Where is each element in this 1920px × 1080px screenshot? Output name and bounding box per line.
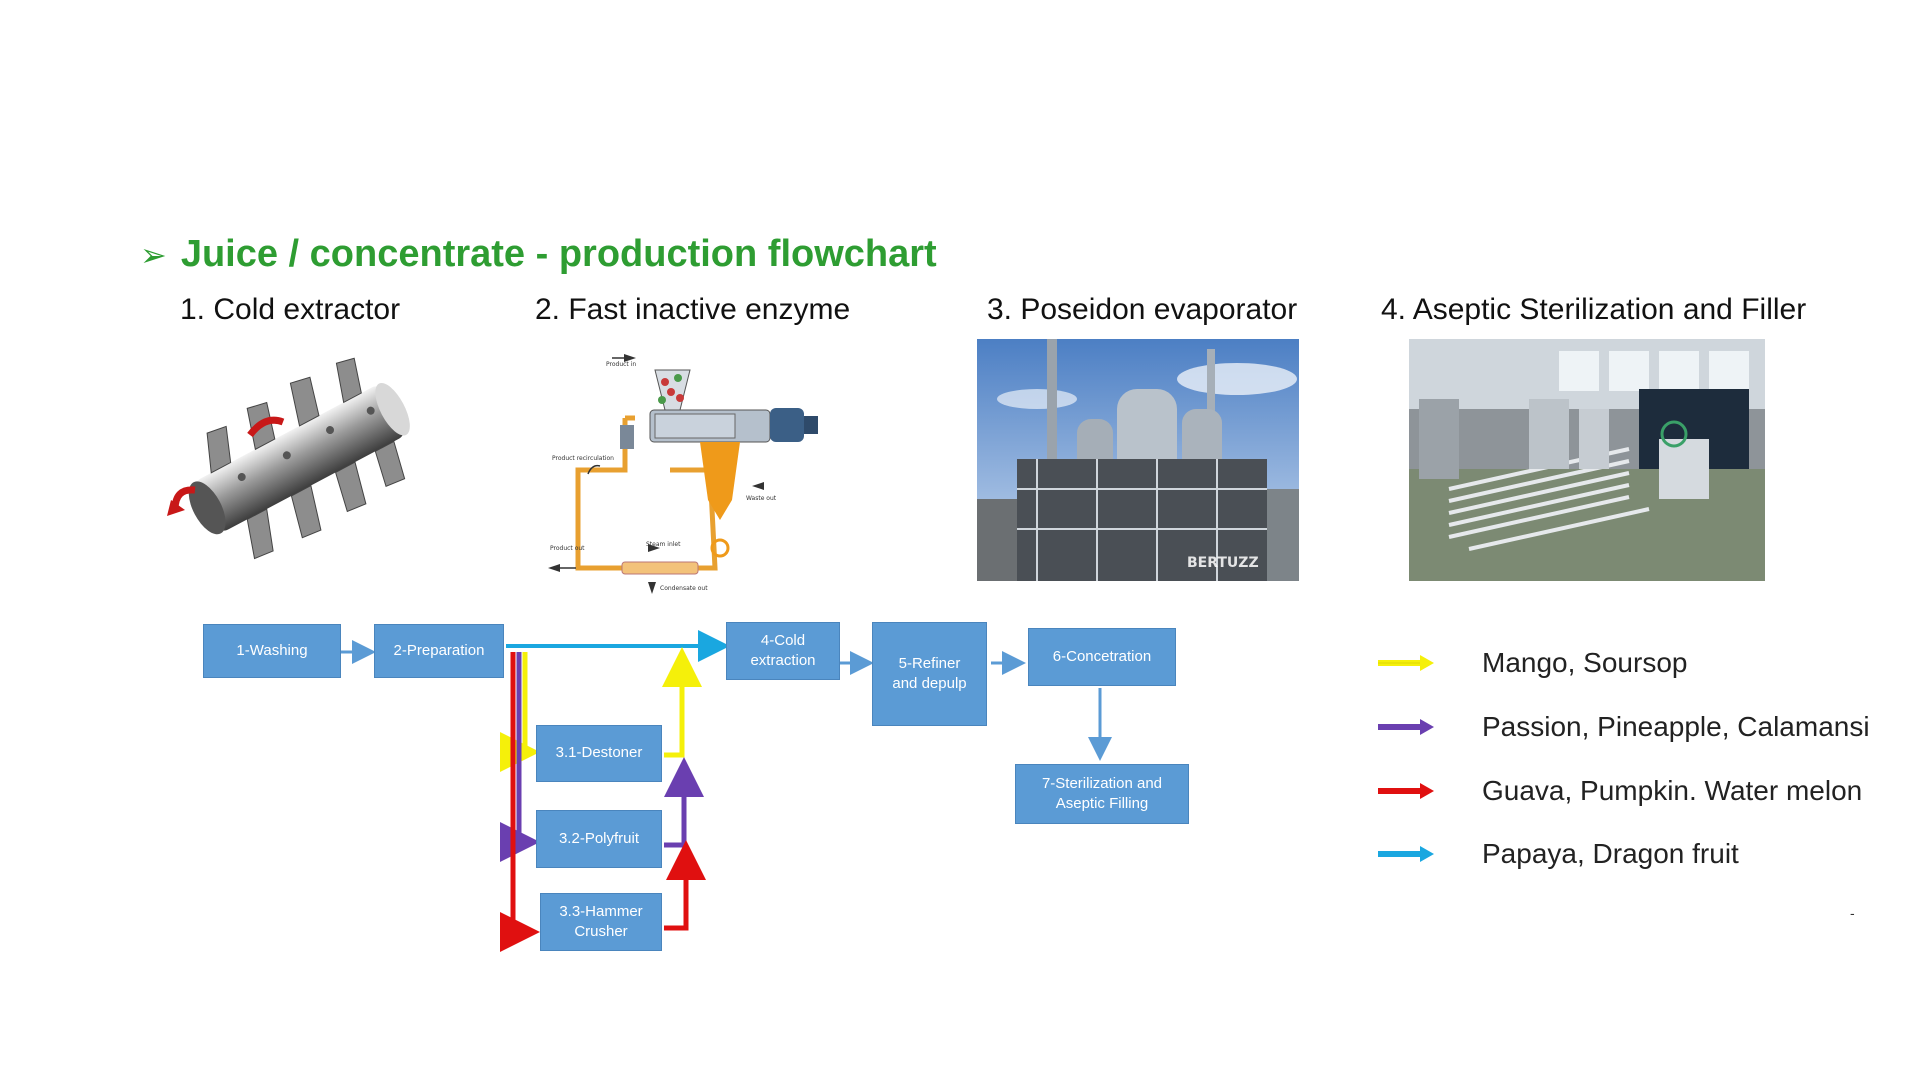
hammer-crusher-line1: 3.3-Hammer — [559, 902, 643, 920]
cold-extraction-line1: 4-Cold — [760, 631, 806, 649]
red-arrow-icon — [1378, 783, 1434, 799]
steam-inlet-label: Steam inlet — [646, 541, 681, 548]
sterilization-line1: 7-Sterilization and — [1041, 774, 1163, 792]
legend-item-blue: Papaya, Dragon fruit — [1376, 838, 1739, 870]
legend-label-purple: Passion, Pineapple, Calamansi — [1482, 711, 1870, 742]
stage-label-cold-extractor: 1. Cold extractor — [180, 293, 401, 326]
sterilization-box: 7-Sterilization and Aseptic Filling — [1015, 764, 1189, 824]
cold-extractor-image — [155, 340, 435, 580]
stage-label-sterilization: 4. Aseptic Sterilization and Filler — [1381, 293, 1807, 326]
page-title: Juice / concentrate - production flowcha… — [180, 233, 937, 275]
destoner-box: 3.1-Destoner — [536, 725, 662, 782]
hammer-crusher-line2: Crusher — [574, 923, 628, 940]
concentration-box: 6-Concetration — [1028, 628, 1176, 686]
legend-label-red: Guava, Pumpkin. Water melon — [1482, 775, 1863, 806]
cold-extraction-line2: extraction — [750, 652, 816, 669]
yellow-arrow-icon — [1378, 655, 1434, 671]
washing-box: 1-Washing — [203, 624, 341, 678]
enzyme-schematic-image: Product in Product recirculation Waste o… — [540, 350, 850, 600]
page-title-row: ➢ Juice / concentrate - production flowc… — [140, 233, 937, 276]
footer-mark: - — [1850, 905, 1855, 921]
arrow-bullet-icon: ➢ — [140, 236, 167, 273]
legend-label-yellow: Mango, Soursop — [1482, 647, 1688, 678]
product-out-label: Product out — [550, 545, 585, 552]
refiner-line1: 5-Refiner — [898, 654, 961, 672]
legend-item-yellow: Mango, Soursop — [1376, 647, 1687, 679]
evaporator-photo: BERTUZZ — [977, 339, 1299, 581]
refiner-line2: and depulp — [892, 675, 967, 692]
condensate-out-label: Condensate out — [660, 585, 708, 592]
sterilization-line2: Aseptic Filling — [1055, 795, 1149, 812]
polyfruit-box: 3.2-Polyfruit — [536, 810, 662, 868]
product-recirculation-label: Product recirculation — [552, 455, 614, 462]
preparation-box: 2-Preparation — [374, 624, 504, 678]
sterilization-plant-photo — [1409, 339, 1765, 581]
stage-label-enzyme: 2. Fast inactive enzyme — [535, 293, 851, 326]
cold-extraction-box: 4-Cold extraction — [726, 622, 840, 680]
refiner-box: 5-Refiner and depulp — [872, 622, 987, 726]
legend-item-red: Guava, Pumpkin. Water melon — [1376, 775, 1862, 807]
legend-item-purple: Passion, Pineapple, Calamansi — [1376, 711, 1870, 743]
waste-out-label: Waste out — [746, 495, 777, 502]
legend-label-blue: Papaya, Dragon fruit — [1482, 838, 1739, 869]
bertuzzi-watermark: BERTUZZ — [1187, 555, 1259, 571]
purple-arrow-icon — [1378, 719, 1434, 735]
blue-arrow-icon — [1378, 846, 1434, 862]
hammer-crusher-box: 3.3-Hammer Crusher — [540, 893, 662, 951]
product-in-label: Product in — [606, 361, 636, 368]
stage-label-evaporator: 3. Poseidon evaporator — [987, 293, 1298, 326]
